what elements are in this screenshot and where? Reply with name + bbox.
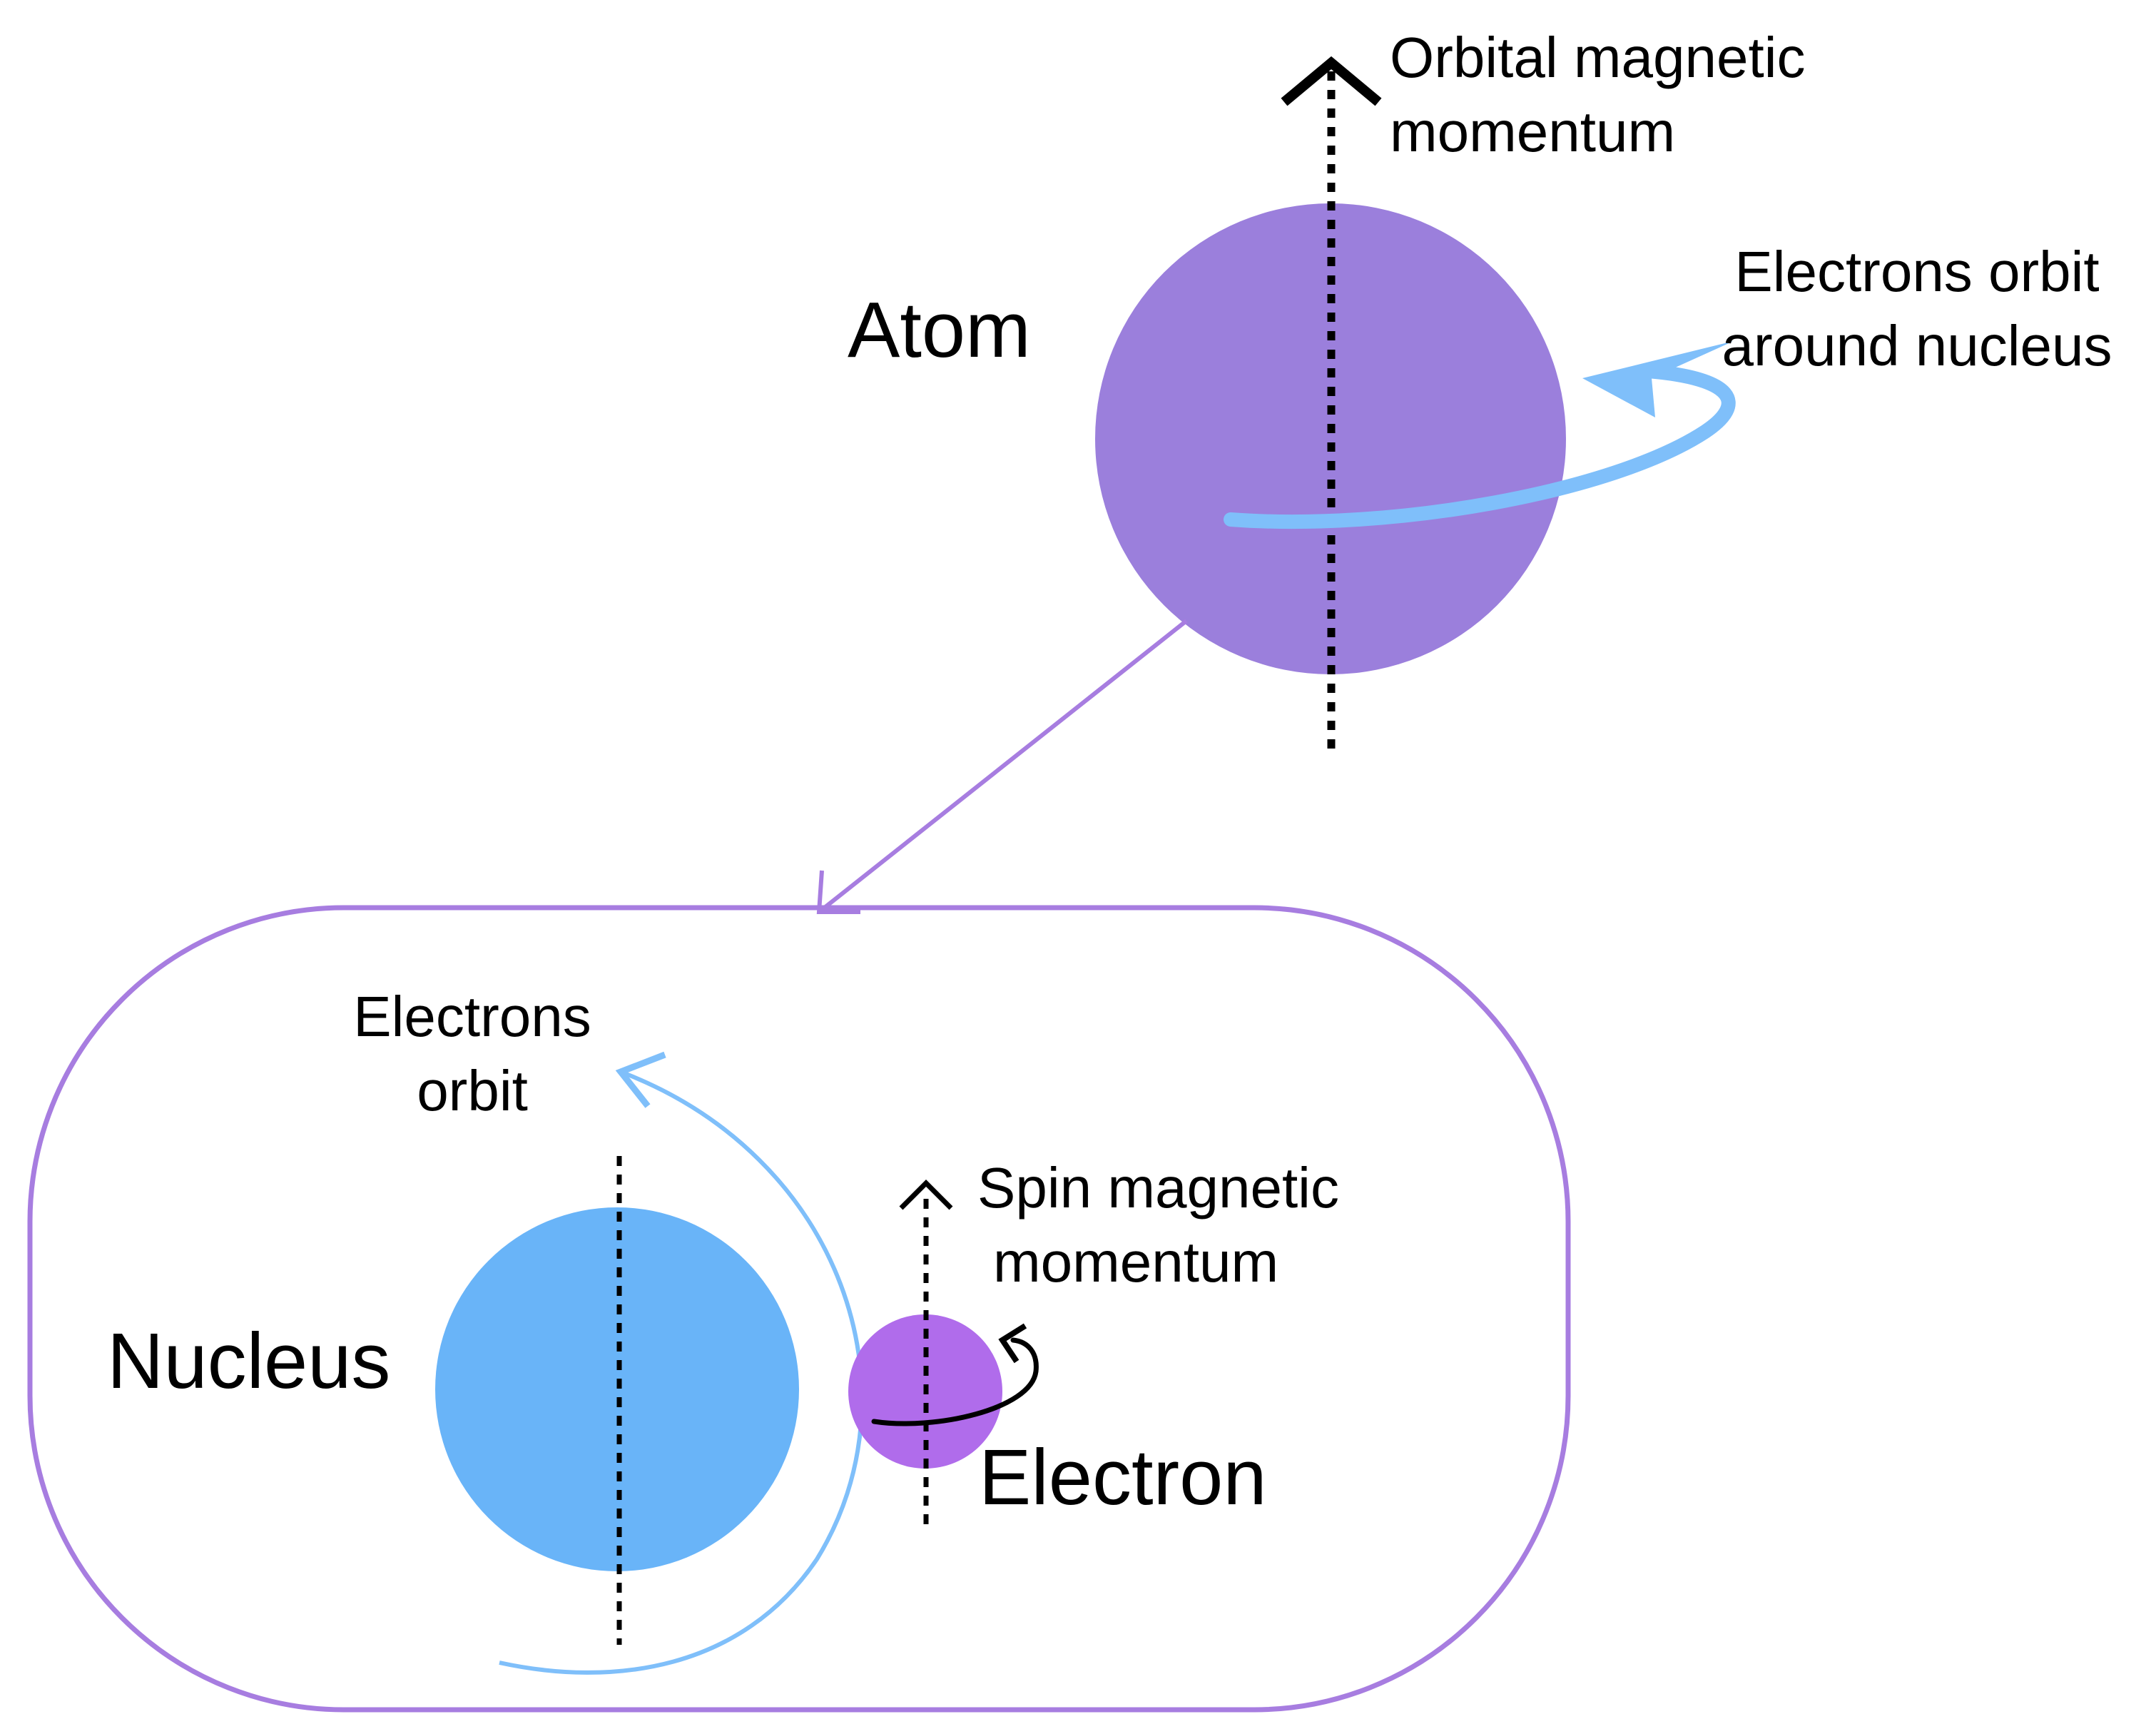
orbital-moment-label-line1: Orbital magnetic	[1390, 26, 1805, 89]
electrons-orbit-nucleus-label-line2: around nucleus	[1722, 314, 2112, 377]
atom-label: Atom	[848, 286, 1031, 374]
electrons-orbit-label-line1: Electrons	[353, 985, 591, 1048]
spin-rotation-arrowhead	[998, 1323, 1027, 1364]
nucleus-label: Nucleus	[107, 1317, 390, 1405]
spin-axis-arrowhead	[899, 1180, 953, 1210]
electron-orbit-arrowhead	[615, 1051, 666, 1108]
atom-orbit-path	[1224, 364, 1736, 529]
electron-orbit-arc	[499, 1070, 865, 1675]
spin-moment-label-line1: Spin magnetic	[977, 1156, 1339, 1220]
spin-moment-label-line2: momentum	[993, 1230, 1278, 1294]
orbital-axis-arrowhead	[1281, 56, 1382, 106]
spin-rotation-path	[871, 1337, 1039, 1426]
orbital-moment-label-line2: momentum	[1390, 100, 1675, 163]
nucleus-sphere	[435, 1207, 799, 1571]
zoom-connector-arrowhead	[816, 870, 860, 914]
atom-sphere	[1095, 203, 1566, 674]
zoom-connector-line	[818, 619, 1188, 914]
zoom-frame	[27, 905, 1571, 1713]
electron-label: Electron	[979, 1434, 1267, 1521]
electrons-orbit-label-line2: orbit	[417, 1059, 528, 1122]
electrons-orbit-nucleus-label-line1: Electrons orbit	[1734, 240, 2099, 303]
atom-orbit-arrowhead	[1582, 341, 1734, 417]
